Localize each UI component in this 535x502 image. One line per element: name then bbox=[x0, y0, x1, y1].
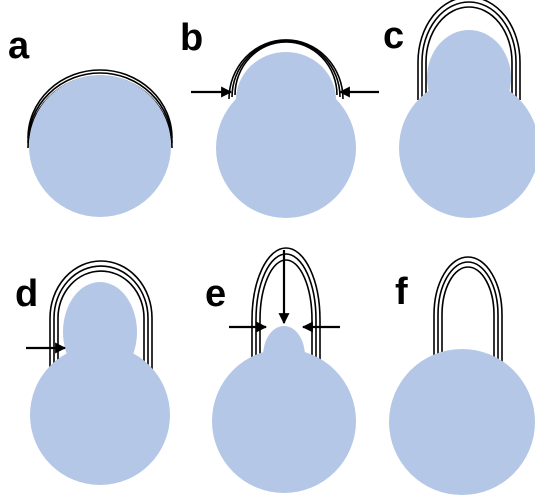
panel-b: b bbox=[180, 17, 379, 218]
cell-body-f bbox=[389, 349, 535, 495]
panel-label-a: a bbox=[8, 25, 30, 67]
cell-body-c bbox=[399, 78, 535, 218]
panel-label-d: d bbox=[15, 273, 38, 315]
panel-label-b: b bbox=[180, 17, 203, 59]
shell-arc-d bbox=[49, 260, 153, 372]
shell-arc-c bbox=[417, 0, 521, 100]
panel-label-f: f bbox=[395, 271, 408, 313]
panel-f: f bbox=[389, 256, 535, 495]
panel-c: c bbox=[383, 0, 535, 218]
bud-e bbox=[263, 326, 305, 386]
bud-d bbox=[63, 282, 137, 382]
panel-d: d bbox=[15, 260, 170, 485]
panel-e: e bbox=[205, 247, 356, 493]
panel-label-e: e bbox=[205, 273, 226, 315]
shell-arc-e bbox=[251, 247, 321, 372]
panel-label-c: c bbox=[383, 15, 404, 57]
shell-arc-b bbox=[228, 39, 344, 100]
cell-body-d bbox=[30, 345, 170, 485]
panel-a: a bbox=[8, 25, 173, 217]
shell-arc-f bbox=[433, 256, 503, 372]
cell-body-a bbox=[29, 75, 171, 217]
bud-c bbox=[427, 30, 511, 126]
cell-body-e bbox=[212, 349, 356, 493]
bud-b bbox=[236, 52, 336, 148]
